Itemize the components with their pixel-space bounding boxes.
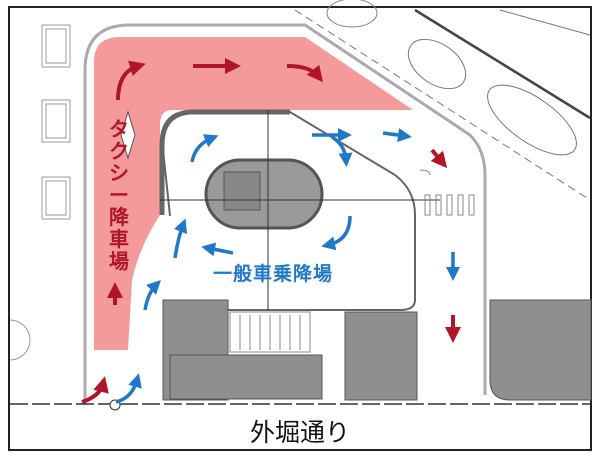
crosswalk — [424, 194, 475, 216]
left-buildings — [9, 24, 71, 361]
general-pickup-label: 一般車乗降場 — [213, 263, 334, 285]
outer-curb — [83, 23, 487, 404]
diagonal-road — [294, 0, 591, 201]
street-name-label: 外堀通り — [249, 418, 350, 447]
central-island — [204, 158, 324, 230]
general-car-arrows — [115, 128, 460, 404]
frame — [8, 6, 592, 451]
taxi-dropoff-zone — [94, 37, 413, 350]
curb-detail — [419, 169, 431, 176]
stairs — [229, 311, 311, 353]
island-wall — [159, 109, 290, 215]
island-structure — [223, 171, 261, 211]
taxi-arrows — [81, 58, 461, 404]
taxi-lane-diamond — [120, 110, 136, 160]
bottom-buildings — [162, 299, 592, 401]
grid-lines — [160, 110, 440, 310]
taxi-dropoff-label: タクシー降車場 — [109, 117, 129, 273]
